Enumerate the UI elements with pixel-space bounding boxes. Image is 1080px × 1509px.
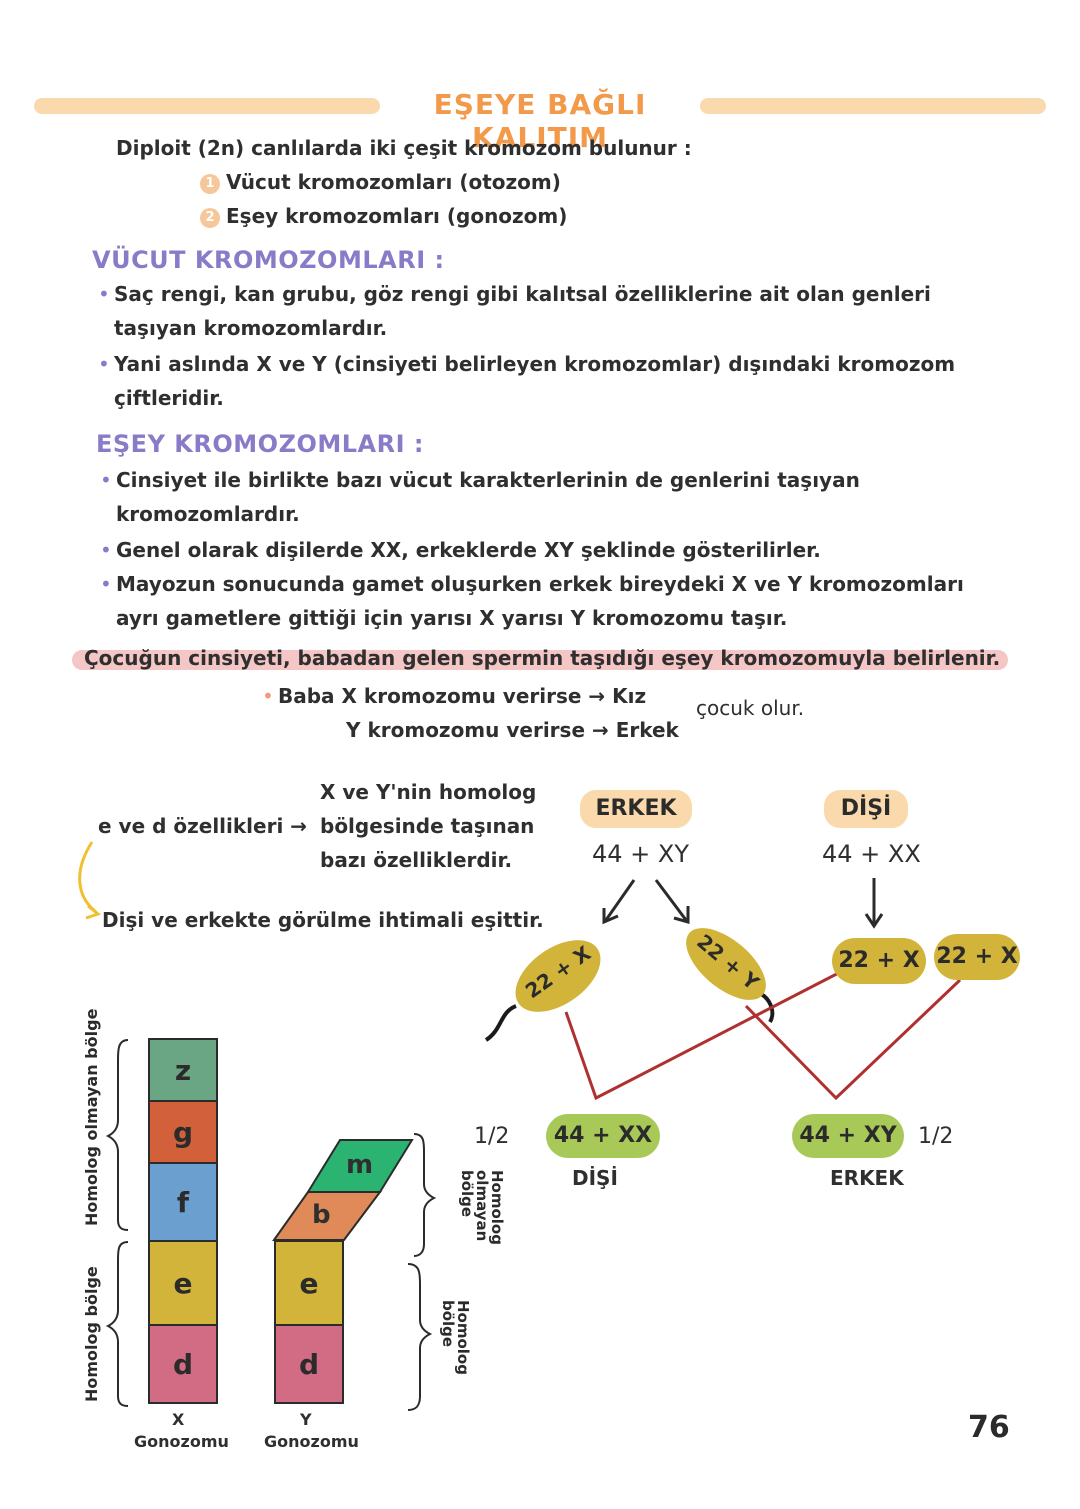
brace-right-hom	[407, 1263, 433, 1411]
egg-2: 22 + X	[934, 934, 1020, 980]
sperm-tail-1	[484, 1004, 517, 1042]
child-female-ratio: 1/2	[474, 1124, 510, 1149]
esey-bullet-1b: kromozomlardır.	[116, 502, 300, 526]
intro-item-2: 2 Eşey kromozomları (gonozom)	[200, 204, 567, 228]
sperm-head-2	[686, 928, 766, 1000]
y-box-d: d	[274, 1324, 344, 1404]
esey-bullet-3b: ayrı gametlere gittiği için yarısı X yar…	[116, 606, 788, 630]
cross-line-2	[744, 978, 962, 1101]
child-male-label: ERKEK	[830, 1166, 904, 1190]
esey-bullet-1a: Cinsiyet ile birlikte bazı vücut karakte…	[116, 468, 860, 492]
brace-right-nonhom	[413, 1133, 437, 1257]
right-nonhomolog-label: Homolog olmayan bölge	[458, 1170, 506, 1260]
intro-item-1: 1 Vücut kromozomları (otozom)	[200, 170, 561, 194]
right-homolog-text: Homolog bölge	[439, 1300, 472, 1375]
gene-letter: e	[299, 1266, 319, 1300]
esey-bullet-2: Genel olarak dişilerde XX, erkeklerde XY…	[116, 538, 821, 562]
brace-left-nonhom	[105, 1039, 129, 1231]
bullet-dot: •	[262, 684, 274, 708]
intro-line: Diploit (2n) canlılarda iki çeşit kromoz…	[116, 136, 692, 160]
gene-letter: g	[172, 1115, 194, 1149]
bullet-dot: •	[98, 282, 110, 306]
right-homolog-label: Homolog bölge	[439, 1300, 472, 1380]
arrow-male-right	[654, 879, 688, 921]
esey-bullet-3a: Mayozun sonucunda gamet oluşurken erkek …	[116, 572, 964, 596]
y-label-letter: Y	[300, 1410, 312, 1429]
cross-line-1	[564, 962, 857, 1101]
section-heading-esey: EŞEY KROMOZOMLARI :	[96, 430, 424, 458]
highlight-band	[72, 650, 1008, 670]
child-female-label: DİŞİ	[572, 1166, 618, 1190]
arrow-male-left	[604, 879, 636, 921]
left-homolog-label: Homolog bölge	[82, 1266, 101, 1402]
y-label-word: Gonozomu	[264, 1432, 359, 1451]
child-male-genotype: 44 + XY	[792, 1114, 904, 1158]
number-badge: 2	[200, 207, 220, 228]
x-label-letter: X	[172, 1410, 185, 1429]
section-heading-vucut: VÜCUT KROMOZOMLARI :	[92, 246, 445, 274]
bullet-dot: •	[100, 468, 112, 492]
female-label: DİŞİ	[824, 790, 908, 828]
rule-suffix: çocuk olur.	[696, 696, 805, 720]
ed-note-left: e ve d özellikleri →	[98, 814, 308, 838]
rule-line-2: Y kromozomu verirse → Erkek	[346, 718, 679, 742]
y-letter-m: m	[346, 1150, 374, 1180]
right-nonhomolog-text: Homolog olmayan bölge	[458, 1170, 506, 1245]
x-box-e: e	[148, 1240, 218, 1326]
child-female-genotype: 44 + XX	[546, 1114, 660, 1158]
sperm-head-1	[515, 940, 601, 1012]
intro-item-text: Eşey kromozomları (gonozom)	[226, 204, 568, 228]
page-title: EŞEYE BAĞLI KALITIM	[433, 88, 647, 154]
x-box-f: f	[148, 1162, 218, 1242]
ed-note-r2: bölgesinde taşınan	[320, 814, 535, 838]
gene-letter: e	[173, 1266, 193, 1300]
y-box-e: e	[274, 1240, 344, 1326]
highlight-sentence: Çocuğun cinsiyeti, babadan gelen spermin…	[84, 646, 1001, 670]
bullet-dot: •	[98, 352, 110, 376]
bullet-dot: •	[100, 538, 112, 562]
rule-line-1: Baba X kromozomu verirse → Kız	[278, 684, 647, 708]
gene-letter: d	[298, 1347, 320, 1381]
vucut-bullet-2a: Yani aslında X ve Y (cinsiyeti belirleye…	[114, 352, 956, 376]
gene-letter: z	[174, 1053, 192, 1087]
male-genotype: 44 + XY	[592, 840, 690, 868]
female-genotype: 44 + XX	[822, 840, 921, 868]
y-letter-b: b	[312, 1200, 331, 1230]
header-bar-left	[34, 98, 380, 114]
y-box-b	[272, 1191, 382, 1241]
gene-letter: d	[172, 1347, 194, 1381]
x-label-word: Gonozomu	[134, 1432, 229, 1451]
ed-note-r3: bazı özelliklerdir.	[320, 848, 513, 872]
ed-note-bottom: Dişi ve erkekte görülme ihtimali eşittir…	[102, 908, 544, 932]
intro-item-text: Vücut kromozomları (otozom)	[226, 170, 561, 194]
vucut-bullet-1a: Saç rengi, kan grubu, göz rengi gibi kal…	[114, 282, 931, 306]
bullet-dot: •	[100, 572, 112, 596]
x-box-d: d	[148, 1324, 218, 1404]
page-number: 76	[968, 1410, 1010, 1445]
number-badge: 1	[200, 173, 220, 194]
brace-left-hom	[105, 1241, 129, 1407]
header-bar-right	[700, 98, 1046, 114]
child-male-ratio: 1/2	[918, 1124, 954, 1149]
egg-1: 22 + X	[832, 938, 926, 984]
ed-note-r1: X ve Y'nin homolog	[320, 780, 537, 804]
vucut-bullet-2b: çiftleridir.	[114, 386, 224, 410]
left-nonhomolog-label: Homolog olmayan bölge	[82, 1008, 101, 1226]
gene-letter: f	[176, 1185, 190, 1219]
vucut-bullet-1b: taşıyan kromozomlardır.	[114, 316, 388, 340]
male-label: ERKEK	[580, 790, 692, 828]
